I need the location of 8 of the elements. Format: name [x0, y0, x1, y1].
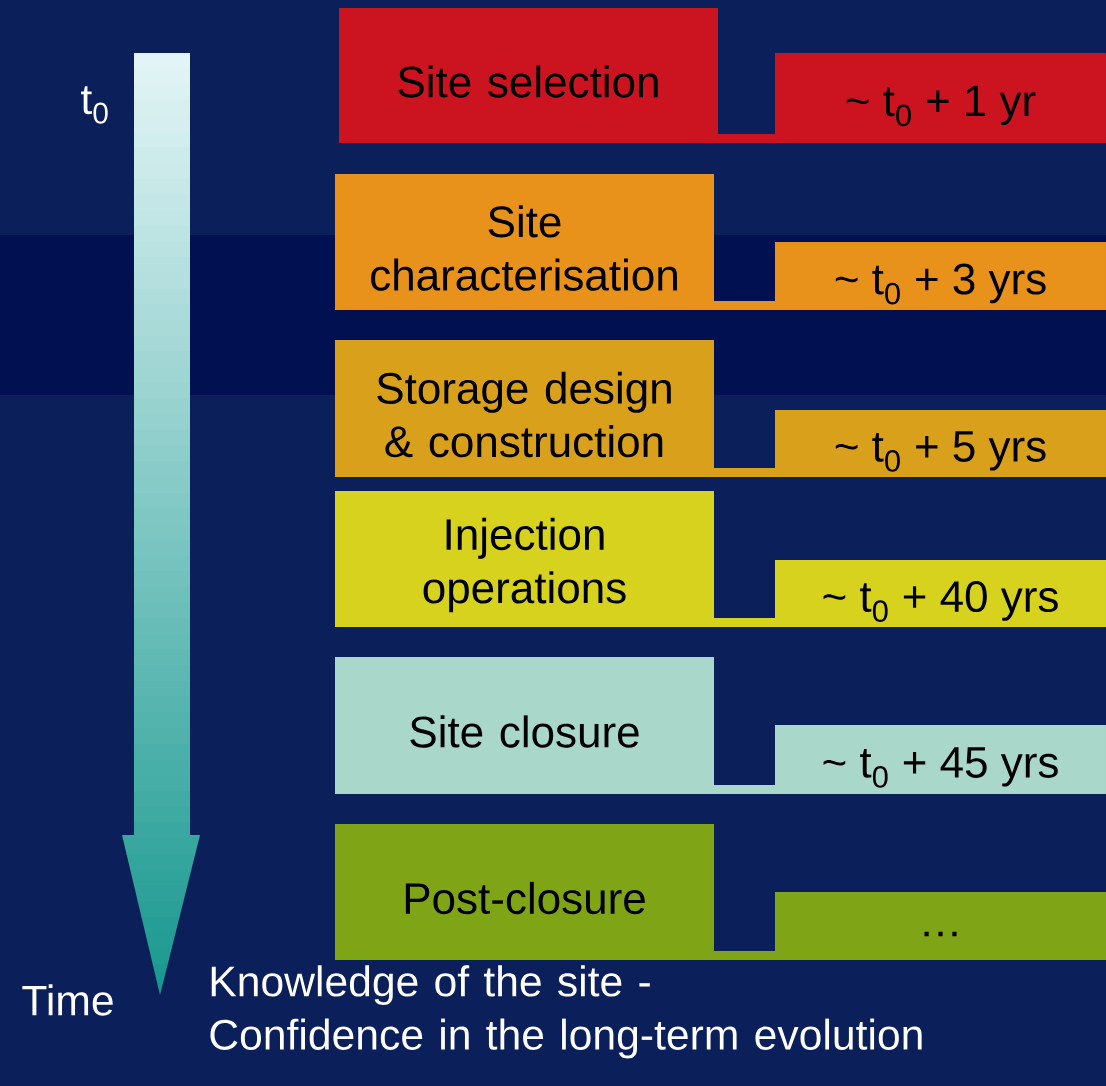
phase-box: Post-closure … — [335, 824, 1106, 960]
phase-box: Site characterisation ~ t$_{0}$ + 3 yrs — [335, 174, 1106, 310]
label: t$_{0}$ — [81, 86, 108, 124]
phase-box: Storage design & construction ~ t$_{0}$ + 5 yrs — [335, 340, 1106, 477]
label: Time — [22, 984, 113, 1016]
phase-box: Site closure ~ t$_{0}$ + 45 yrs — [335, 657, 1106, 794]
phase-box: Site selection ~ t$_{0}$ + 1 yr — [339, 8, 1106, 143]
phase-box: Injection operations ~ t$_{0}$ + 40 yrs — [335, 491, 1106, 627]
